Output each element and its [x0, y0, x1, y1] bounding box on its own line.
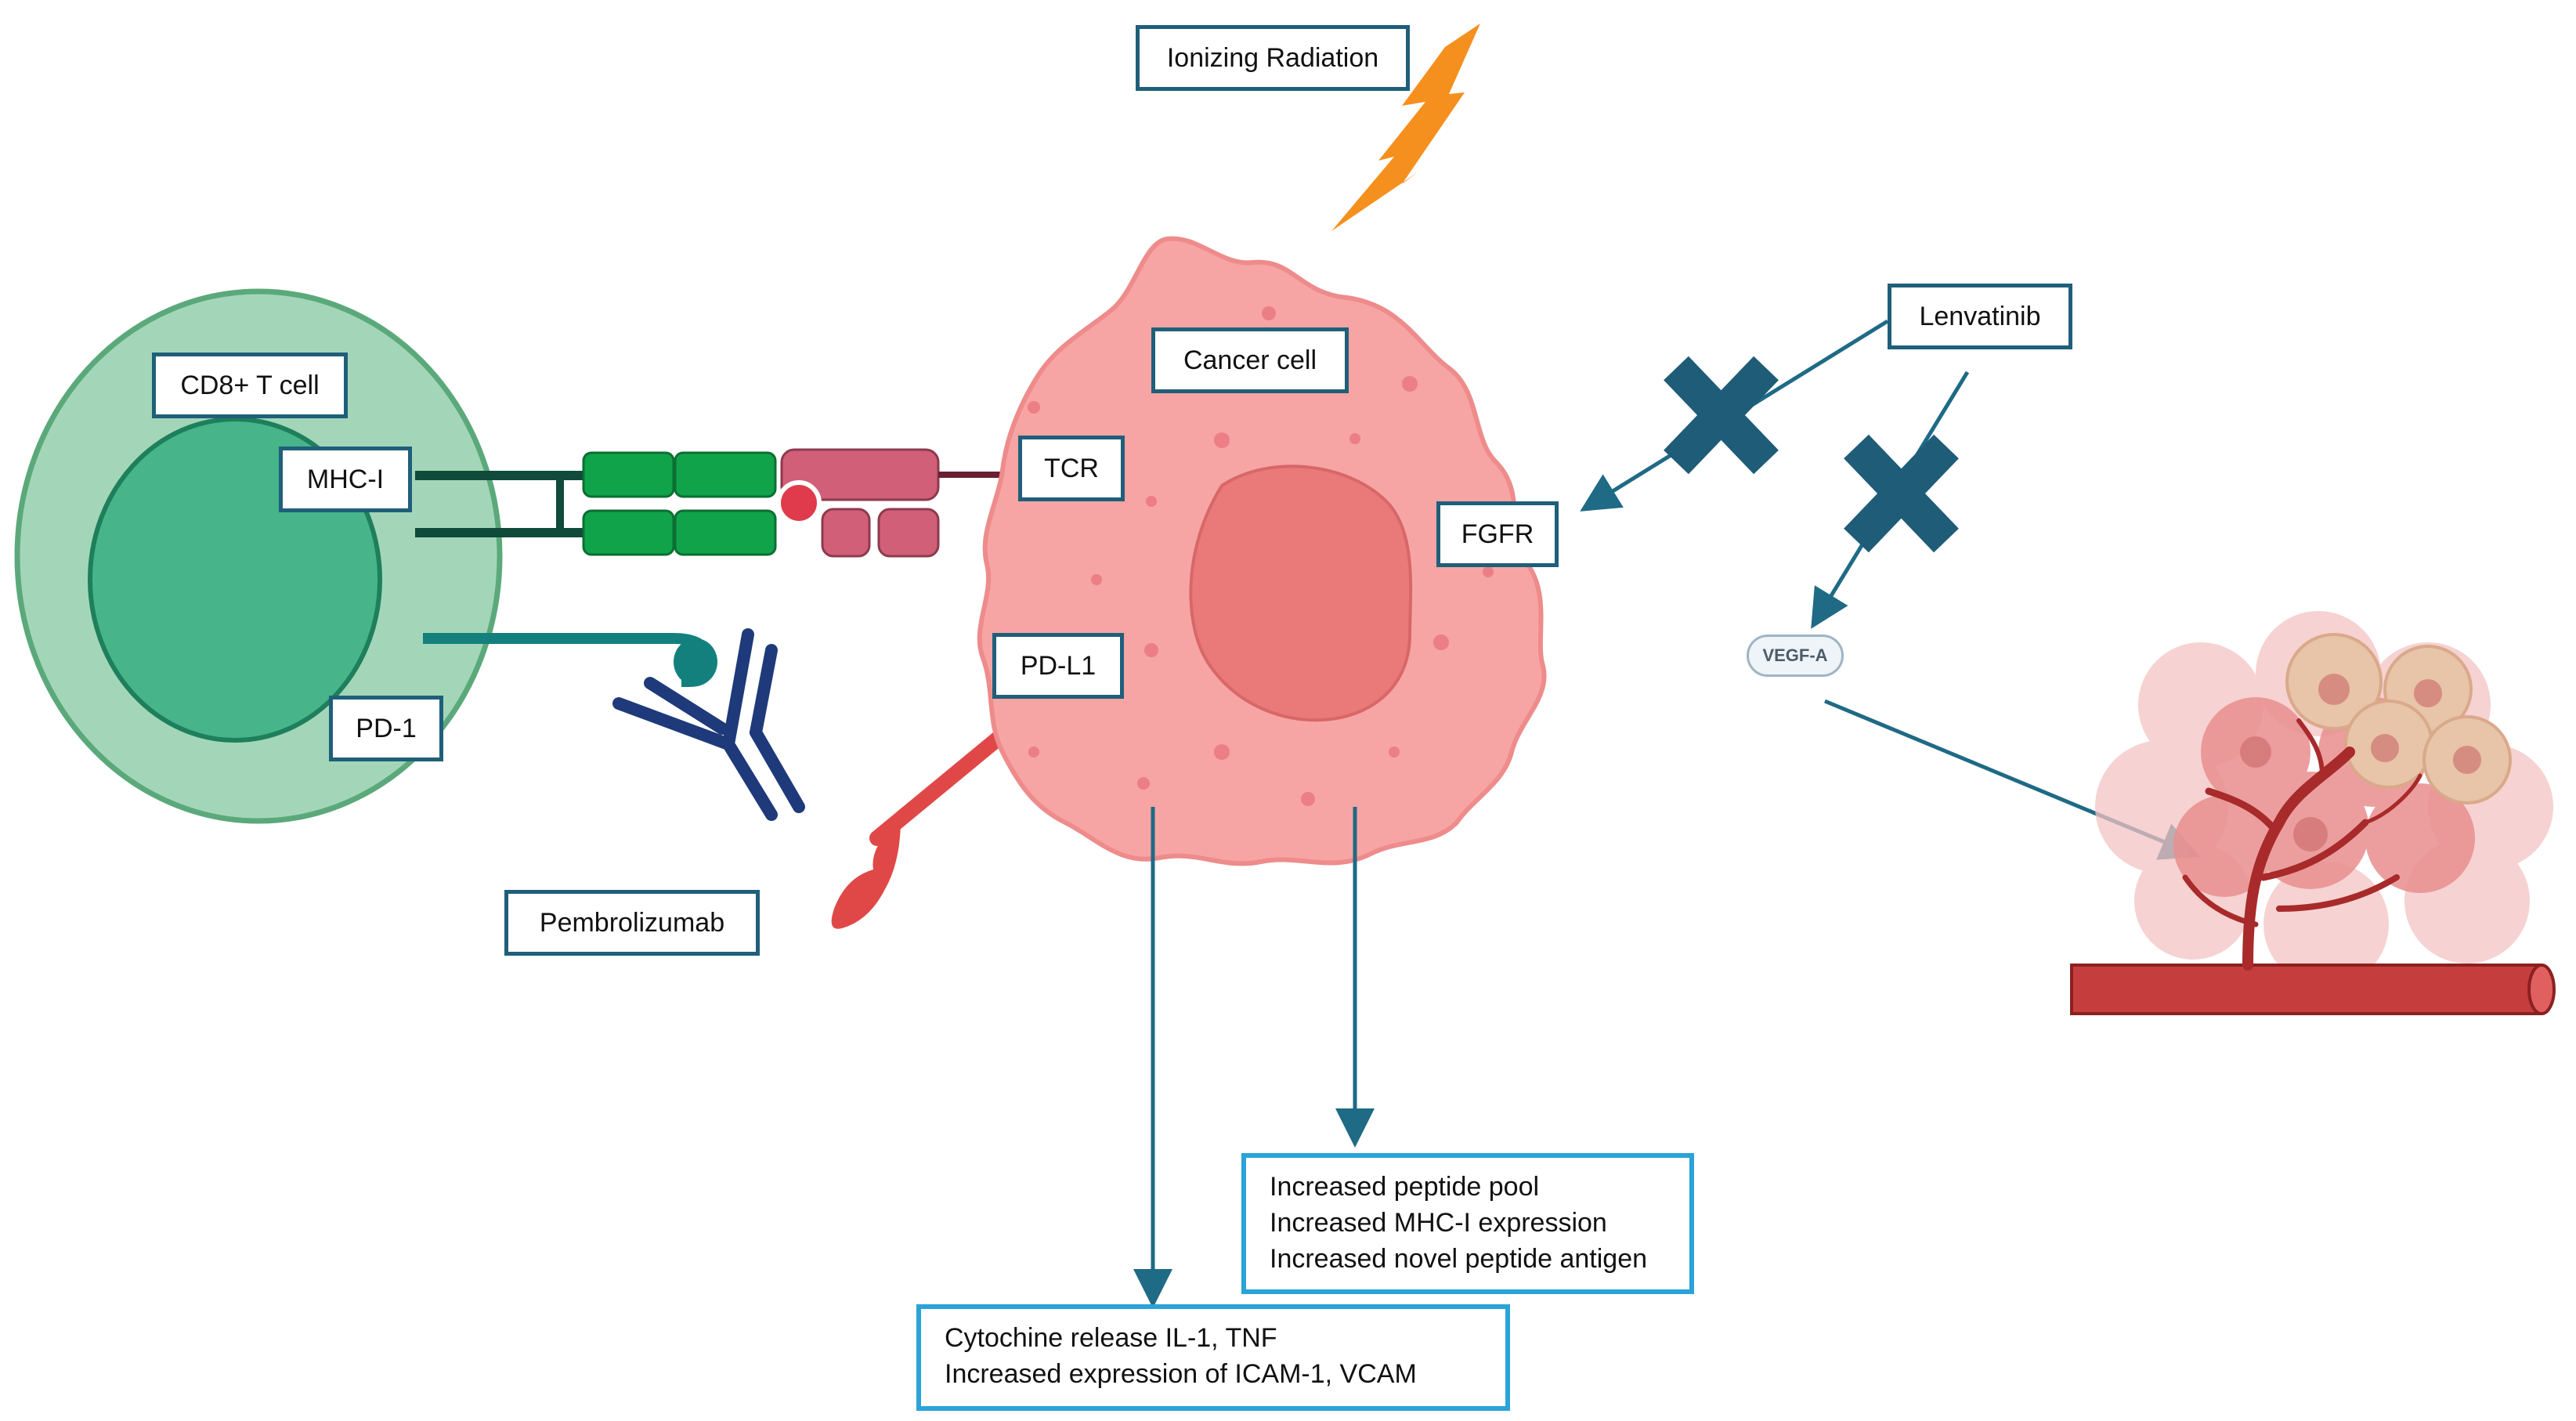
- tcr-block: [821, 508, 871, 558]
- mhc-block: [674, 509, 777, 556]
- inhibition-x-icon: [1844, 434, 1959, 553]
- cd8-t-cell-label: CD8+ T cell: [152, 353, 348, 418]
- antibody-icon: [612, 628, 805, 821]
- cytokine-outcome-line: Increased expression of ICAM-1, VCAM: [945, 1359, 1417, 1389]
- cytokine-outcome-line: Cytochine release IL-1, TNF: [945, 1323, 1277, 1353]
- cancer-cell: [977, 236, 1547, 866]
- cytokine-outcome-box: Cytochine release IL-1, TNF Increased ex…: [916, 1304, 1510, 1411]
- mhc-block: [582, 451, 675, 498]
- cancer-cell-label: Cancer cell: [1151, 327, 1349, 393]
- fgfr-label: FGFR: [1436, 501, 1559, 567]
- peptide-outcome-line: Increased novel peptide antigen: [1270, 1244, 1648, 1274]
- peptide-outcome-box: Increased peptide pool Increased MHC-I e…: [1241, 1153, 1694, 1294]
- mhc-block: [582, 509, 675, 556]
- tcr-block: [877, 508, 940, 558]
- pd-1-receptor: [423, 633, 717, 687]
- mhc-block: [674, 451, 777, 498]
- mhc-i-label: MHC-I: [279, 447, 412, 512]
- tcr-label: TCR: [1018, 436, 1125, 501]
- ionizing-radiation-label: Ionizing Radiation: [1136, 25, 1410, 91]
- mhc-tcr-complex: [415, 448, 1018, 558]
- peptide-outcome-line: Increased peptide pool: [1270, 1172, 1540, 1202]
- lightning-icon: [1331, 24, 1480, 231]
- lenvatinib-label: Lenvatinib: [1888, 284, 2072, 349]
- peptide-outcome-line: Increased MHC-I expression: [1270, 1208, 1607, 1238]
- vegf-a-label: VEGF-A: [1747, 635, 1844, 677]
- peptide-antigen: [776, 480, 822, 526]
- blood-vessel-icon: [2070, 718, 2556, 1015]
- pd-1-label: PD-1: [329, 696, 443, 761]
- pd-l1-label: PD-L1: [992, 633, 1124, 699]
- tumor-cluster-icon: [2095, 611, 2553, 987]
- inhibition-x-icon: [1664, 356, 1779, 475]
- pembrolizumab-label: Pembrolizumab: [504, 890, 760, 956]
